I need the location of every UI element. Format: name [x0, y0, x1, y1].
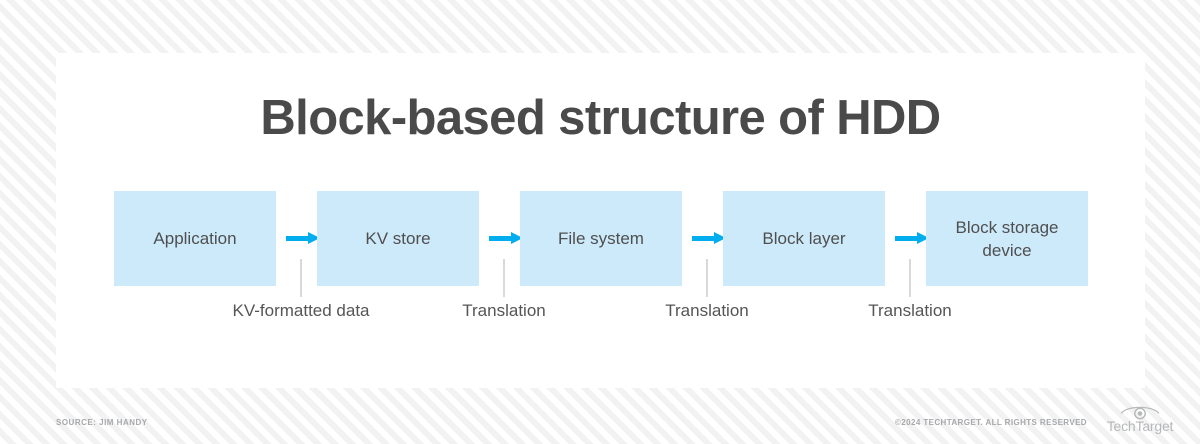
flow-diagram: Application KV-formatted data KV store [114, 191, 1089, 320]
page-title: Block-based structure of HDD [260, 91, 941, 145]
node-label: File system [558, 229, 644, 248]
flow-node-application: Application [114, 191, 276, 286]
source-note: SOURCE: JIM HANDY [56, 418, 148, 427]
arrow-shaft [286, 236, 310, 241]
arrow-right-icon-2 [485, 232, 525, 245]
connector-line-2 [503, 259, 505, 297]
copyright-note: ©2024 TECHTARGET. ALL RIGHTS RESERVED [895, 418, 1087, 427]
node-label: KV store [365, 229, 431, 248]
arrow-right-icon-1 [282, 232, 322, 245]
node-box: File system [520, 191, 682, 286]
logo-wordmark: TechTarget [1106, 418, 1174, 434]
flow-node-block-storage-device: Block storage device [926, 191, 1088, 286]
flow-caption-1: KV-formatted data [232, 301, 370, 320]
flow-caption-2: Translation [462, 301, 546, 320]
arrow-shaft [489, 236, 513, 241]
content-card: Block-based structure of HDD Application… [56, 53, 1145, 388]
connector-line-1 [300, 259, 302, 297]
flow-caption-4: Translation [868, 301, 952, 320]
node-box: Block storage device [926, 191, 1088, 286]
node-label: Application [153, 229, 237, 248]
arrow-shaft [692, 236, 716, 241]
flow-node-file-system: File system [520, 191, 682, 286]
flow-node-block-layer: Block layer [723, 191, 885, 286]
techtarget-logo: TechTarget [1094, 404, 1186, 438]
arrow-right-icon-4 [891, 232, 931, 245]
node-box: Block layer [723, 191, 885, 286]
flow-node-kv-store: KV store [317, 191, 479, 286]
connector-line-4 [909, 259, 911, 297]
node-label: Block layer [762, 229, 846, 248]
node-box: Application [114, 191, 276, 286]
arrow-right-icon-3 [688, 232, 728, 245]
eye-icon [1120, 406, 1160, 420]
connector-line-3 [706, 259, 708, 297]
node-box: KV store [317, 191, 479, 286]
arrow-shaft [895, 236, 919, 241]
flow-caption-3: Translation [665, 301, 749, 320]
node-label: Block storage device [955, 217, 1059, 260]
